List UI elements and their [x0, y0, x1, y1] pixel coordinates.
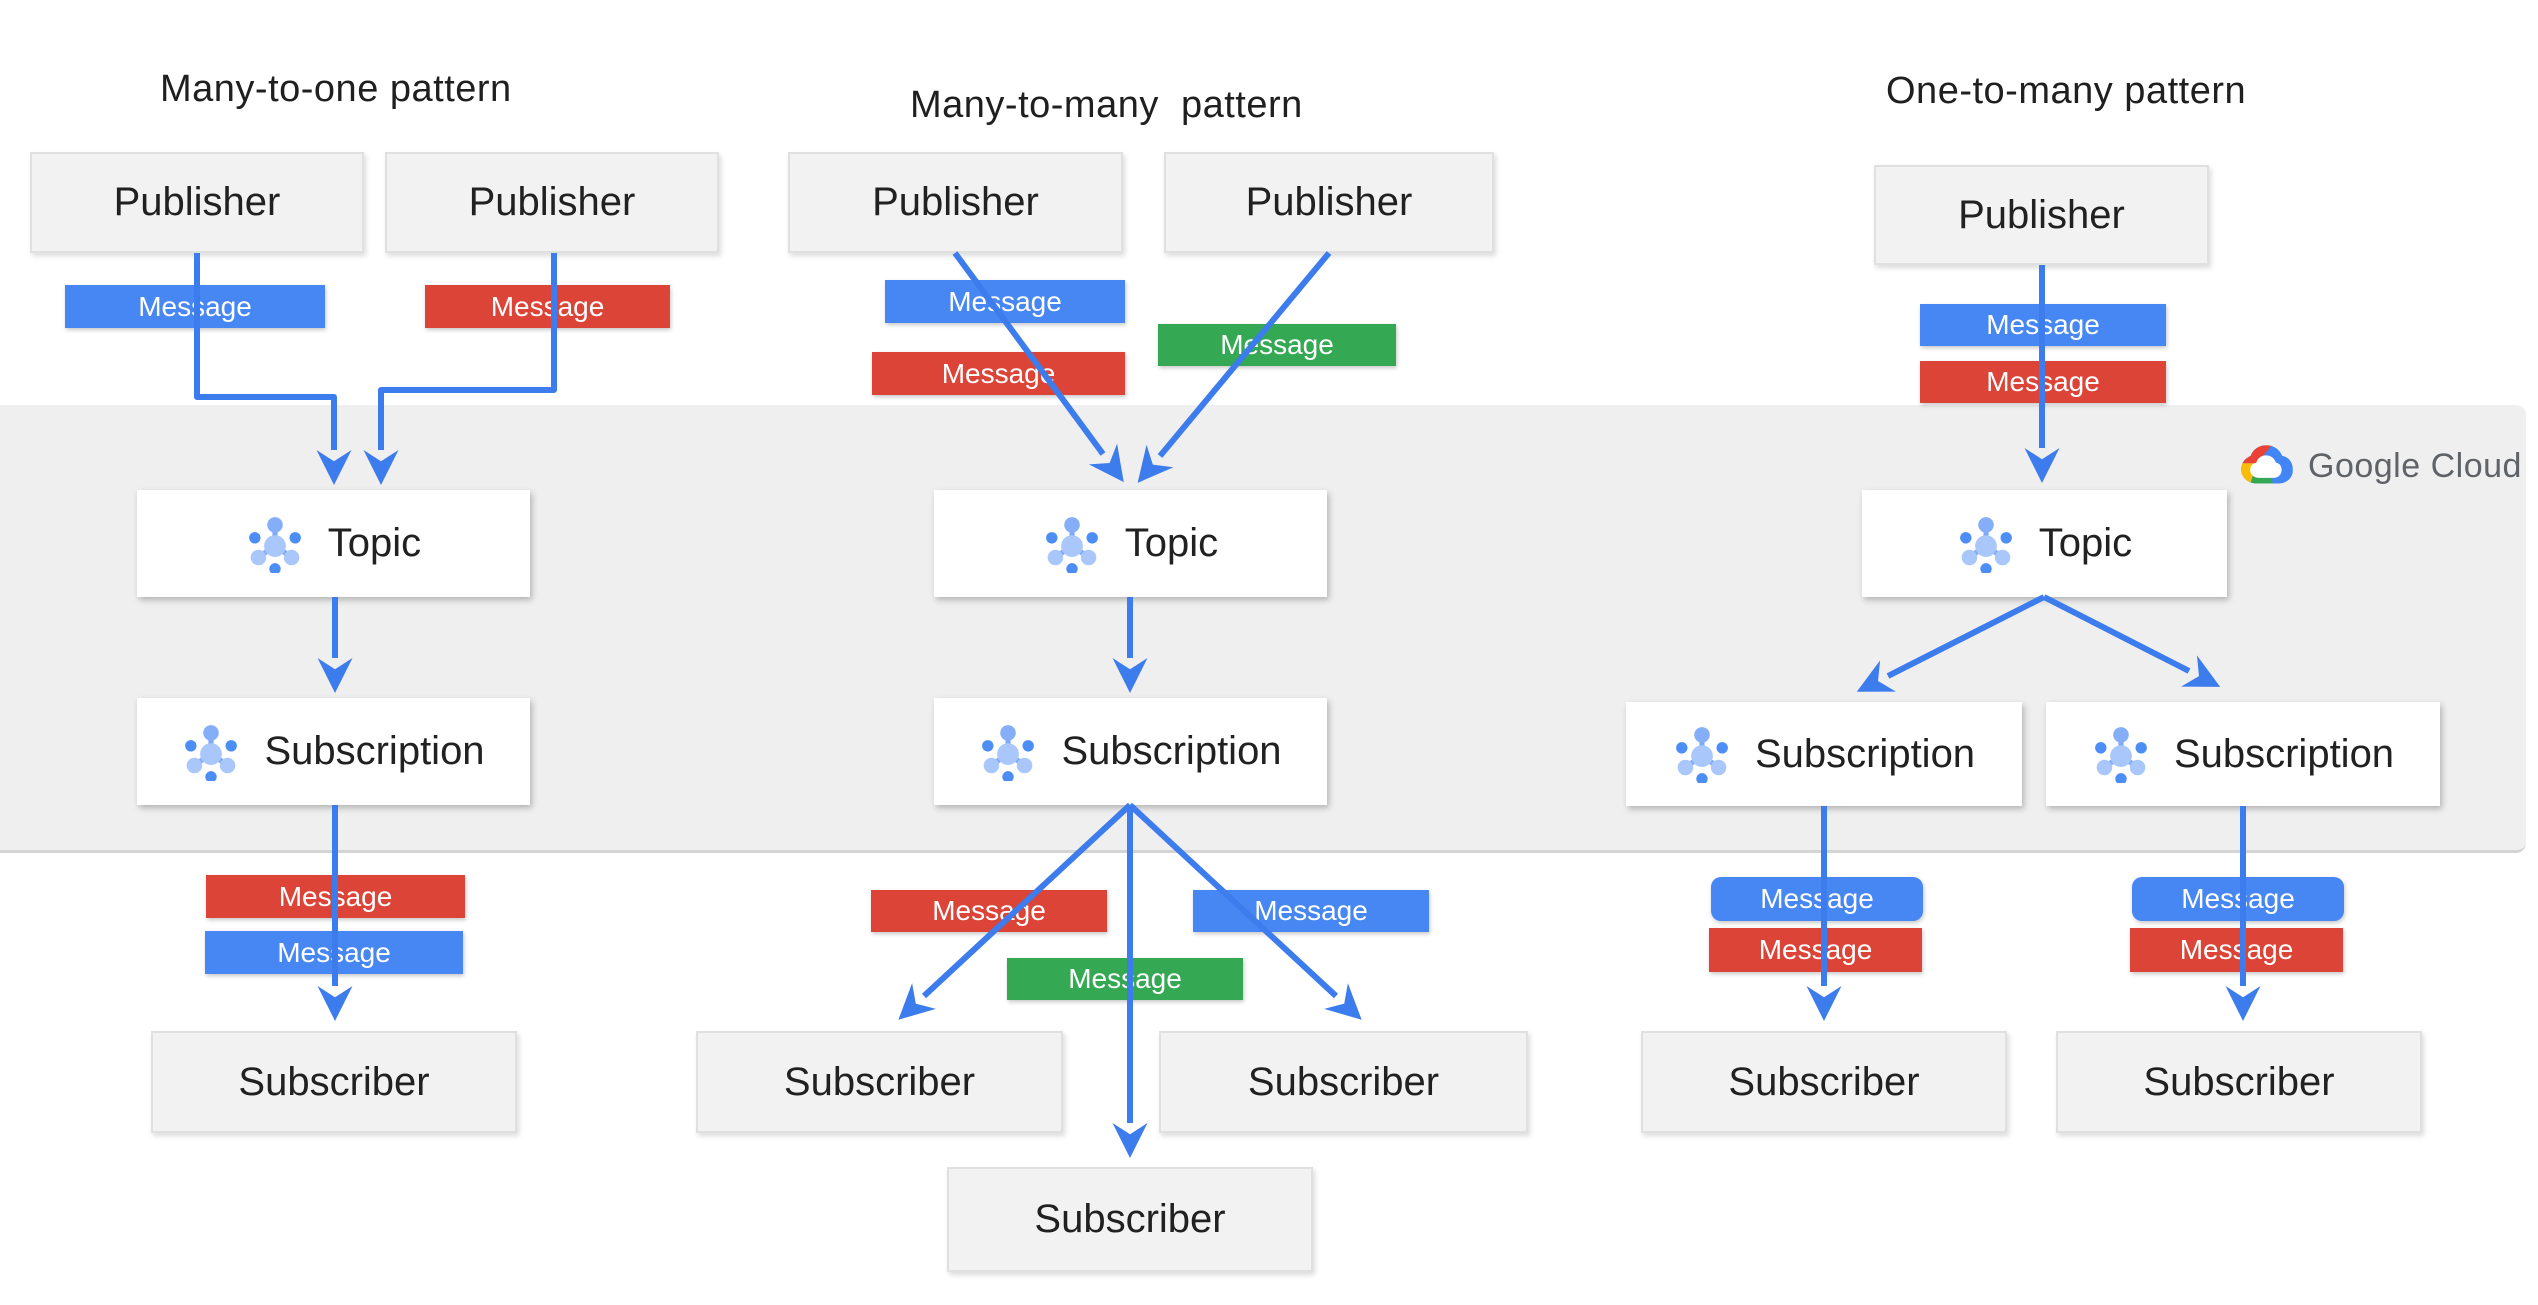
subscriber-label: Subscriber [1728, 1059, 1920, 1104]
message-badge-blue: Message [1920, 304, 2166, 346]
pubsub-subscription-icon [1676, 727, 1728, 783]
subscriber-label: Subscriber [2143, 1059, 2335, 1104]
pubsub-subscription-icon [2095, 727, 2147, 783]
subscription-node: Subscription [137, 698, 530, 805]
subscription-label: Subscription [1754, 731, 1976, 776]
message-badge-green: Message [1158, 324, 1396, 366]
message-badge-blue: Message [205, 931, 463, 974]
message-badge-blue: Message [1711, 877, 1923, 921]
topic-label: Topic [1124, 521, 1219, 565]
message-badge-blue: Message [65, 285, 325, 328]
publisher-label: Publisher [113, 180, 281, 224]
subscription-label: Subscription [2173, 731, 2395, 776]
publisher-label: Publisher [468, 180, 636, 224]
pattern-title-many-to-many: Many-to-many pattern [910, 84, 1303, 126]
subscriber-node: Subscriber [1641, 1031, 2007, 1133]
topic-label: Topic [327, 521, 422, 565]
subscriber-node: Subscriber [696, 1031, 1063, 1133]
pubsub-topic-icon [248, 516, 301, 573]
subscriber-node: Subscriber [1159, 1031, 1528, 1133]
message-badge-red: Message [425, 285, 670, 328]
message-badge-red: Message [206, 875, 465, 918]
message-badge-blue: Message [885, 280, 1125, 323]
subscription-node: Subscription [2046, 702, 2440, 806]
subscription-label: Subscription [1061, 729, 1282, 773]
subscriber-node: Subscriber [2056, 1031, 2422, 1133]
message-badge-red: Message [871, 890, 1107, 932]
publisher-node: Publisher [30, 152, 364, 253]
pubsub-topic-icon [1959, 516, 2012, 573]
message-badge-blue: Message [2132, 877, 2344, 921]
publisher-node: Publisher [1874, 165, 2209, 265]
message-badge-red: Message [872, 352, 1125, 395]
publisher-label: Publisher [872, 180, 1039, 224]
subscriber-label: Subscriber [1247, 1059, 1440, 1104]
topic-node: Topic [934, 490, 1327, 597]
pattern-title-one-to-many: One-to-many pattern [1886, 70, 2247, 112]
message-badge-blue: Message [1193, 890, 1429, 932]
subscriber-label: Subscriber [238, 1059, 430, 1104]
subscriber-node: Subscriber [151, 1031, 517, 1133]
pubsub-subscription-icon [982, 724, 1035, 781]
subscription-node: Subscription [1626, 702, 2022, 806]
topic-node: Topic [137, 490, 530, 597]
subscription-label: Subscription [264, 729, 485, 773]
publisher-label: Publisher [1958, 192, 2125, 237]
subscriber-label: Subscriber [783, 1059, 976, 1104]
subscriber-node: Subscriber [947, 1167, 1313, 1272]
message-badge-red: Message [2130, 928, 2343, 972]
publisher-label: Publisher [1245, 180, 1413, 224]
publisher-node: Publisher [788, 152, 1123, 253]
message-badge-red: Message [1920, 361, 2166, 403]
google-cloud-wordmark: Google Cloud [2308, 446, 2522, 485]
google-cloud-logo: Google Cloud [2240, 444, 2522, 488]
publisher-node: Publisher [1164, 152, 1494, 253]
publisher-node: Publisher [385, 152, 719, 253]
pubsub-subscription-icon [185, 724, 238, 781]
message-badge-green: Message [1007, 958, 1243, 1000]
subscriber-label: Subscriber [1034, 1197, 1226, 1241]
google-cloud-cloud-icon [2241, 445, 2293, 484]
message-badge-red: Message [1709, 928, 1922, 972]
topic-label: Topic [2038, 521, 2133, 565]
pattern-title-many-to-one: Many-to-one pattern [160, 68, 512, 110]
pubsub-topic-icon [1045, 516, 1098, 573]
subscription-node: Subscription [934, 698, 1327, 805]
topic-node: Topic [1862, 490, 2227, 597]
